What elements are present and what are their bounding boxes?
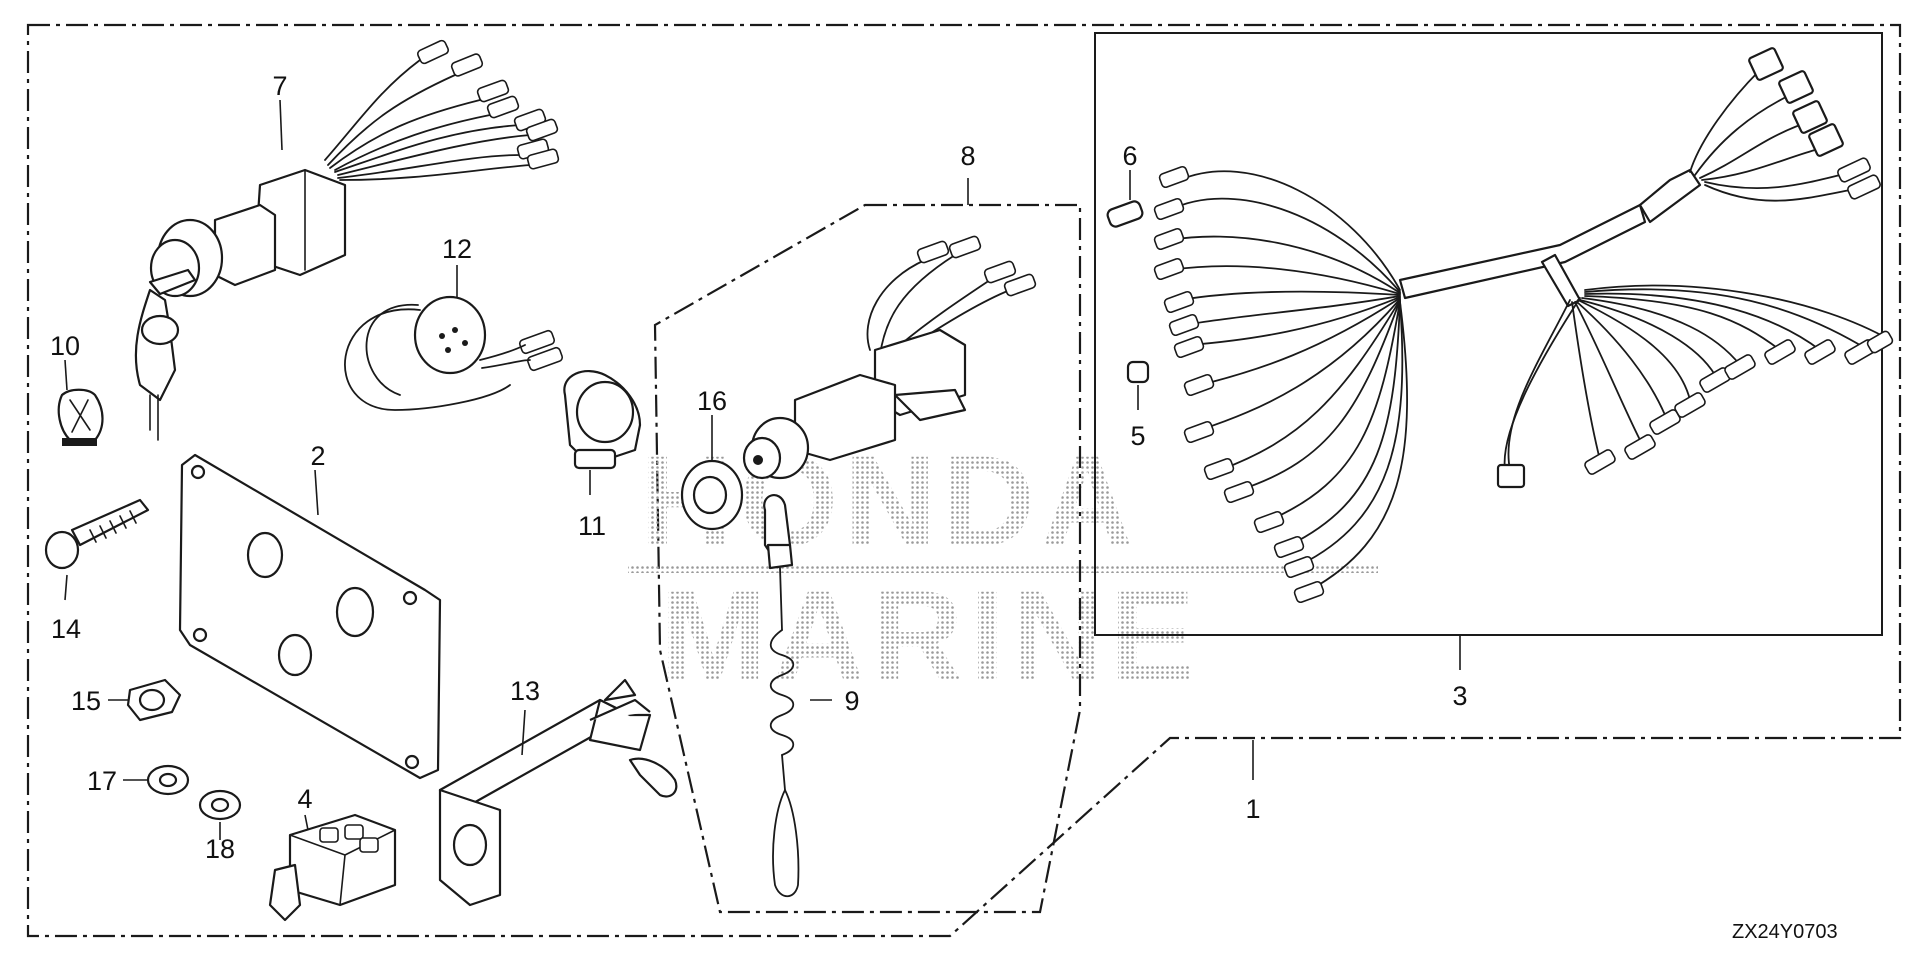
stop-switch-part-8[interactable] xyxy=(742,235,1037,480)
callout-5: 5 xyxy=(1130,421,1145,451)
sleeve-part-6[interactable] xyxy=(1106,200,1144,229)
callout-7: 7 xyxy=(272,71,287,101)
callout-16: 16 xyxy=(697,386,727,416)
washer-part-17[interactable] xyxy=(146,764,190,796)
connector-part-4[interactable] xyxy=(268,813,397,922)
honda-marine-watermark: HONDA MARINE xyxy=(628,430,1378,708)
assembly-1-border xyxy=(26,23,1902,938)
callout-11: 11 xyxy=(578,511,606,541)
callout-1: 1 xyxy=(1245,794,1260,824)
nut-part-15[interactable] xyxy=(126,678,182,722)
callout-3: 3 xyxy=(1452,681,1467,711)
callout-14: 14 xyxy=(51,614,81,644)
panel-plate-part-2[interactable] xyxy=(178,453,442,780)
screw-part-14[interactable] xyxy=(44,498,150,570)
ignition-switch-part-7[interactable] xyxy=(134,39,560,441)
callout-17: 17 xyxy=(87,766,117,796)
clip-part-10[interactable] xyxy=(57,388,104,446)
callout-4: 4 xyxy=(297,784,312,814)
callout-6: 6 xyxy=(1122,141,1137,171)
harness-part-3[interactable] xyxy=(1153,47,1894,604)
buzzer-part-12[interactable] xyxy=(344,295,564,411)
callout-15: 15 xyxy=(71,686,101,716)
callout-18: 18 xyxy=(205,834,235,864)
callout-9: 9 xyxy=(844,686,859,716)
callout-2: 2 xyxy=(310,441,325,471)
collar-part-11[interactable] xyxy=(563,370,642,470)
callout-8: 8 xyxy=(960,141,975,171)
callout-13: 13 xyxy=(510,676,540,706)
nut-part-16[interactable] xyxy=(680,459,744,531)
assembly-8-border xyxy=(653,203,1082,914)
assembly-3-box xyxy=(1094,32,1883,636)
watermark-line2: MARINE xyxy=(660,565,1201,708)
callout-labels: 1 2 3 4 5 6 7 8 9 10 11 12 13 14 15 16 1… xyxy=(50,71,1468,864)
cap-part-5[interactable] xyxy=(1126,360,1150,384)
washer-part-18[interactable] xyxy=(198,789,242,821)
bracket-part-13[interactable] xyxy=(438,678,678,907)
diagram-code: ZX24Y0703 xyxy=(1732,921,1838,943)
callout-12: 12 xyxy=(442,234,472,264)
leader-lines xyxy=(64,99,1461,840)
lanyard-part-9[interactable] xyxy=(763,494,800,898)
callout-10: 10 xyxy=(50,331,80,361)
